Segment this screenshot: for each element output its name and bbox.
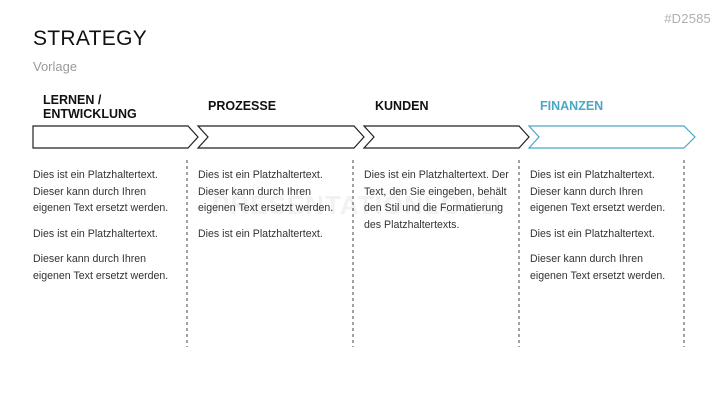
- paragraph: Dies ist ein Platzhaltertext. Dieser kan…: [530, 169, 666, 214]
- paragraph: Dies ist ein Platzhaltertext. Dieser kan…: [198, 169, 334, 214]
- chevron-step-2: [196, 125, 365, 149]
- slide-id: #D2585: [664, 11, 711, 26]
- paragraph: Dieser kann durch Ihren eigenen Text ers…: [33, 253, 169, 282]
- paragraph: Dies ist ein Platzhaltertext.: [198, 227, 323, 240]
- paragraph: Dies ist ein Platzhaltertext. Dieser kan…: [33, 169, 169, 214]
- phase-text-prozesse: Dies ist ein Platzhaltertext. Dieser kan…: [198, 167, 348, 251]
- paragraph: Dies ist ein Platzhaltertext.: [530, 227, 655, 240]
- chevron-step-1: [32, 125, 199, 149]
- page-subtitle: Vorlage: [33, 59, 78, 74]
- phase-text-lernen: Dies ist ein Platzhaltertext. Dieser kan…: [33, 167, 183, 293]
- paragraph: Dies ist ein Platzhaltertext.: [33, 227, 158, 240]
- chevron-step-4: [527, 125, 696, 149]
- phase-text-kunden: Dies ist ein Platzhaltertext. Der Text, …: [364, 167, 514, 242]
- paragraph: Dieser kann durch Ihren eigenen Text ers…: [530, 253, 666, 282]
- phase-label-prozesse: PROZESSE: [208, 99, 277, 113]
- phase-label-lernen: LERNEN / ENTWICKLUNG: [43, 93, 137, 121]
- phase-text-finanzen: Dies ist ein Platzhaltertext. Dieser kan…: [530, 167, 680, 293]
- chevron-step-3: [362, 125, 530, 149]
- phase-label-finanzen: FINANZEN: [540, 99, 604, 113]
- page-title: STRATEGY: [33, 27, 148, 50]
- phase-label-kunden: KUNDEN: [375, 99, 429, 113]
- watermark: PRESENTATIONLOAD: [212, 190, 502, 220]
- paragraph: Dies ist ein Platzhaltertext. Der Text, …: [364, 169, 509, 231]
